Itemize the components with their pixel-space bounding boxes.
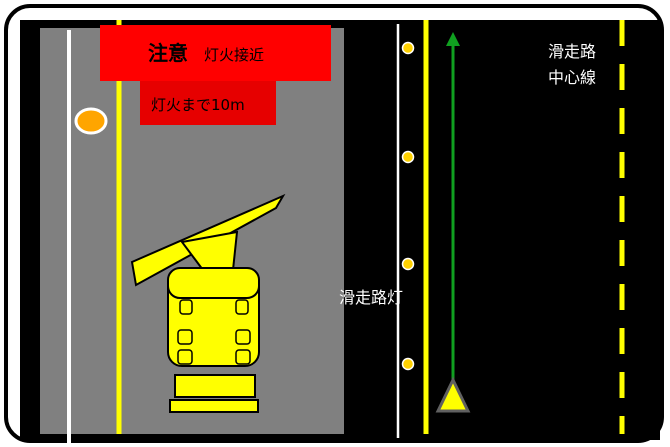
distance-box <box>140 81 276 125</box>
vehicle-hitch <box>169 399 259 413</box>
alert-sub-label: 灯火接近 <box>204 46 264 64</box>
vehicle-roof <box>167 267 260 299</box>
vehicle-wheel <box>235 349 251 365</box>
heading-arrow-icon <box>446 32 460 46</box>
vehicle-wheel <box>177 349 193 365</box>
runway-light-icon <box>401 150 415 164</box>
vehicle-seat <box>235 299 249 315</box>
centerline-label-line2: 中心線 <box>548 68 596 87</box>
vehicle-seat <box>179 299 193 315</box>
aircraft-icon <box>435 376 471 413</box>
vehicle-wheel <box>177 329 193 345</box>
vehicle-bumper <box>174 374 256 398</box>
distance-label: 灯火まで10m <box>151 96 245 114</box>
vehicle-icon <box>130 193 286 413</box>
alert-main-label: 注意 <box>148 41 188 65</box>
runway-light-icon <box>401 257 415 271</box>
runway-lights-label: 滑走路灯 <box>339 288 403 307</box>
runway-surface <box>344 28 656 434</box>
centerline-label-line1: 滑走路 <box>548 42 596 61</box>
runway-light-icon <box>401 357 415 371</box>
alert-banner <box>100 25 331 81</box>
light-marker-icon <box>74 107 108 135</box>
runway-light-icon <box>401 41 415 55</box>
vehicle-wheel <box>235 329 251 345</box>
